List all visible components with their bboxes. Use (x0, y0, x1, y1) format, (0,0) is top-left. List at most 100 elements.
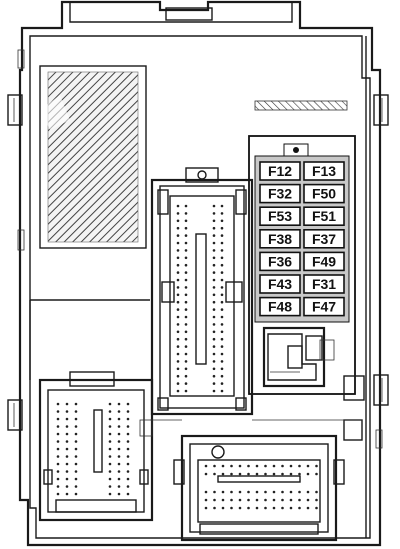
connector-pin (204, 498, 208, 502)
connector-pin (176, 330, 180, 334)
connector-pin (212, 345, 216, 348)
connector-pin (221, 464, 225, 468)
connector-pin (184, 345, 188, 348)
connector-pin (306, 490, 310, 494)
connector-pin (220, 278, 224, 282)
connector-pin (74, 402, 78, 406)
connector-pin (212, 315, 216, 319)
connector-pin (264, 498, 267, 502)
connector-pin (272, 464, 276, 468)
connector-pin (184, 249, 188, 252)
connector-pin (230, 472, 233, 476)
connector-pin (56, 425, 60, 428)
connector-pin (184, 256, 188, 260)
connector-pin (65, 425, 69, 428)
fuse-cell (259, 183, 301, 204)
fuse-label: F53 (268, 208, 292, 224)
bottom-right-connector (173, 434, 345, 542)
connector-pin (212, 323, 216, 326)
fuse-f50: F50 (303, 183, 345, 204)
central-connector-pins (176, 204, 224, 393)
connector-pin (220, 382, 224, 385)
connector-pin (176, 204, 180, 208)
connector-pin (56, 417, 60, 421)
connector-pin (184, 293, 188, 297)
connector-pin (220, 234, 224, 237)
connector-pin (212, 256, 216, 260)
connector-pin (117, 417, 121, 421)
connector-pin (315, 498, 318, 502)
connector-pin (56, 455, 60, 458)
connector-pin (176, 271, 180, 274)
connector-pin (108, 425, 112, 428)
connector-pin (220, 286, 224, 289)
connector-pin (212, 204, 216, 208)
connector-pin (126, 462, 130, 466)
connector-pin (65, 417, 69, 421)
fuse-f48: F48 (259, 296, 301, 317)
connector-pin (281, 490, 284, 494)
connector-pin (272, 472, 276, 476)
fuse-cell (259, 274, 301, 294)
connector-pin (238, 506, 242, 510)
connector-pin (176, 256, 180, 260)
connector-pin (108, 455, 112, 458)
connector-pin (108, 440, 112, 443)
connector-pin (65, 455, 69, 458)
connector-pin (117, 485, 121, 488)
fuse-f12: F12 (259, 161, 301, 181)
connector-pin (56, 492, 60, 496)
connector-pin (56, 485, 60, 488)
connector-pin (247, 490, 250, 494)
connector-pin (212, 249, 216, 252)
connector-pin (212, 278, 216, 282)
connector-pin (126, 417, 130, 421)
connector-pin (65, 402, 69, 406)
connector-pin (176, 382, 180, 385)
connector-pin (117, 410, 121, 413)
connector-pin (220, 374, 224, 378)
hatched-label-area (39, 65, 147, 249)
connector-pin (289, 506, 293, 510)
connector-pin (220, 204, 224, 208)
connector-pin (272, 506, 276, 510)
connector-pin (281, 464, 284, 468)
connector-pin (247, 498, 250, 502)
connector-pin (176, 374, 180, 378)
connector-pin (298, 490, 301, 494)
connector-pin (212, 241, 216, 245)
connector-pin (281, 498, 284, 502)
connector-pin (264, 464, 267, 468)
connector-pin (212, 367, 216, 371)
fuse-cell (303, 296, 345, 317)
connector-pin (184, 360, 188, 363)
connector-pin (220, 308, 224, 311)
connector-pin (176, 263, 180, 267)
connector-pin (264, 490, 267, 494)
connector-pin (126, 477, 130, 481)
connector-pin (184, 226, 188, 230)
connector-pin (220, 219, 224, 223)
connector-pin (212, 263, 216, 267)
connector-pin (74, 455, 78, 458)
central-connector (150, 167, 254, 416)
connector-pin (74, 477, 78, 481)
connector-pin (56, 410, 60, 413)
hatched-strip (254, 100, 348, 111)
connector-pin (184, 337, 188, 341)
connector-pin (315, 506, 318, 510)
connector-pin (220, 226, 224, 230)
relay (262, 326, 335, 388)
connector-pin (126, 425, 130, 428)
connector-pin (220, 337, 224, 341)
connector-pin (117, 455, 121, 458)
connector-pin (220, 323, 224, 326)
connector-pin (212, 352, 216, 356)
connector-pin (176, 315, 180, 319)
connector-pin (220, 249, 224, 252)
fuse-label: F50 (312, 186, 336, 202)
connector-pin (306, 464, 310, 468)
connector-pin (117, 425, 121, 428)
connector-pin (230, 506, 233, 510)
